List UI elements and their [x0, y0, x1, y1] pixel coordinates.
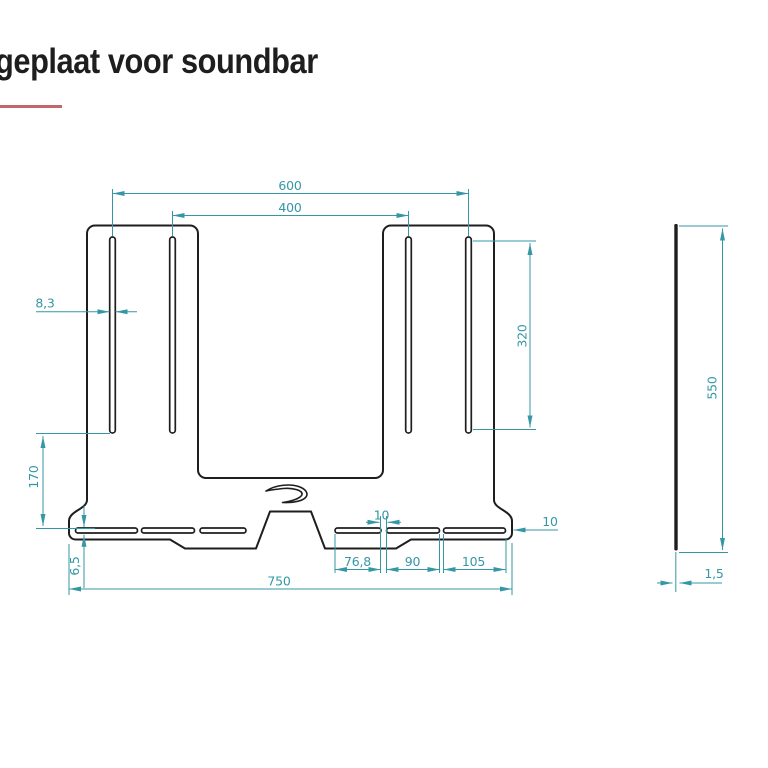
side-view: [674, 224, 678, 551]
vertical-slot: [168, 236, 177, 434]
dim-label-10-edge: 10: [542, 514, 558, 529]
title-underline: [0, 105, 62, 108]
dim-bottom-slot-mid: [386, 534, 444, 573]
vertical-slot: [464, 236, 473, 434]
bottom-slot: [140, 527, 196, 534]
dim-label-8-3: 8,3: [35, 296, 54, 311]
dim-total-width: [68, 543, 513, 595]
dim-label-6-5: 6,5: [67, 556, 82, 575]
bottom-slot: [74, 527, 139, 534]
dim-label-76-8: 76,8: [344, 554, 371, 569]
dimension-labels: 600 400 8,3 320 170 6,5 750 76,8 90 105 …: [26, 178, 724, 589]
dim-label-550: 550: [705, 376, 720, 400]
page-title: geplaat voor soundbar: [0, 42, 318, 81]
dim-label-90: 90: [405, 554, 421, 569]
dim-label-600: 600: [278, 178, 302, 193]
dim-bottom-slot-small: [334, 534, 381, 573]
dim-bottom-slot-large: [443, 538, 507, 573]
dim-side-height: [679, 225, 728, 553]
dim-bottom-slot-gap: [366, 516, 401, 573]
dim-lower-section-height: [36, 433, 110, 529]
dim-label-105: 105: [462, 554, 485, 569]
dim-label-1-5: 1,5: [704, 566, 723, 581]
dim-label-400: 400: [278, 200, 302, 215]
dim-slot-length: [473, 240, 536, 430]
front-view: [68, 224, 513, 550]
dim-label-320: 320: [515, 324, 530, 348]
plate-outline: [68, 224, 513, 550]
bottom-slot: [334, 527, 382, 534]
dim-outer-slot-spacing: [112, 189, 469, 236]
crescent-cutout: [265, 484, 308, 504]
bottom-slot: [442, 527, 507, 534]
bottom-slot: [199, 527, 247, 534]
dim-thickness: [657, 552, 722, 592]
bottom-slot: [385, 527, 441, 534]
dim-label-10-gap: 10: [374, 508, 390, 523]
dim-label-170: 170: [26, 465, 41, 489]
dimension-lines: [36, 189, 728, 595]
vertical-slot: [404, 236, 413, 434]
dim-label-750: 750: [267, 574, 291, 589]
vertical-slot: [108, 236, 117, 434]
side-view-plate: [674, 224, 678, 551]
dim-inner-slot-spacing: [172, 211, 409, 236]
